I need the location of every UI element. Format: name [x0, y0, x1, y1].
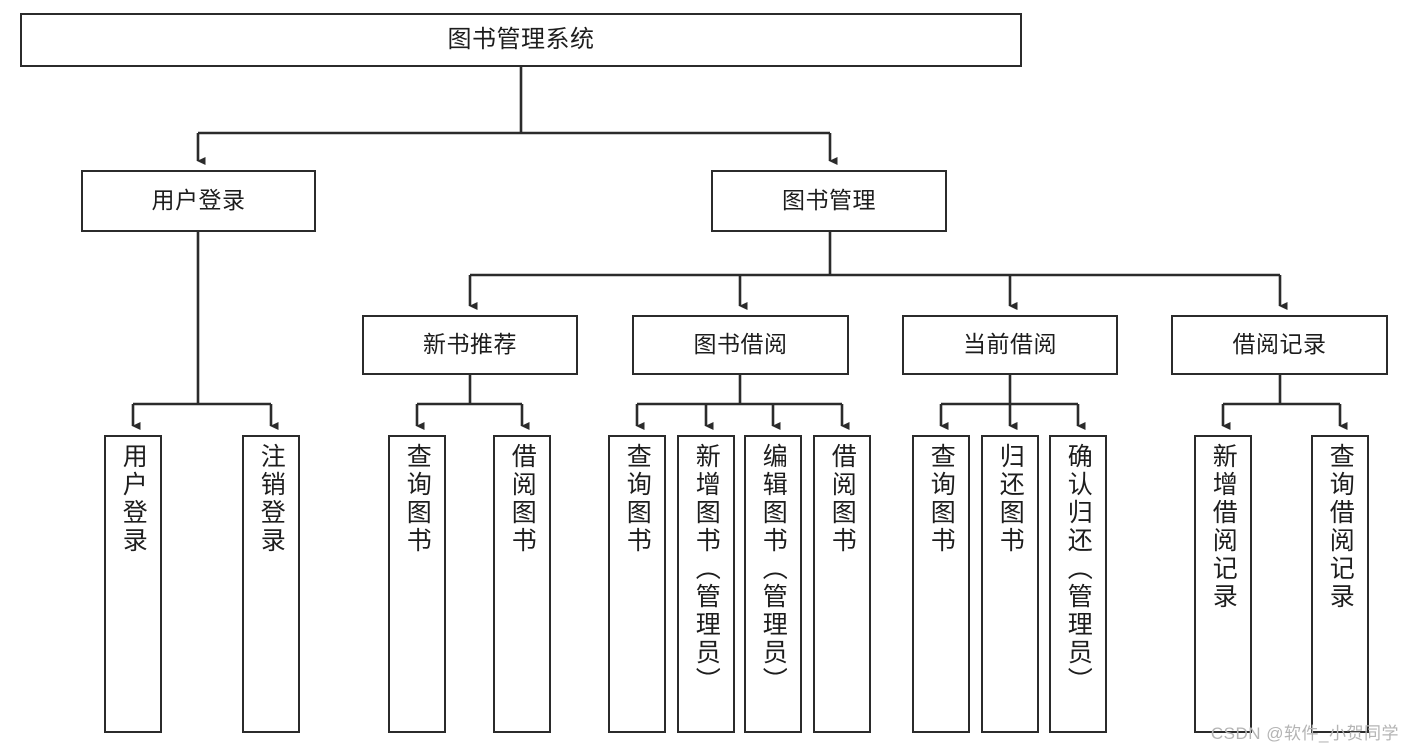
- node-root-book-management-system[interactable]: 图书管理系统: [20, 13, 1022, 67]
- node-label: 用户登录: [119, 443, 148, 555]
- node-label: 借阅记录: [1232, 331, 1327, 358]
- leaf-borrow-book[interactable]: 借阅图书: [813, 435, 871, 733]
- leaf-add-borrow-record[interactable]: 新增借阅记录: [1194, 435, 1252, 733]
- leaf-borrow-book-recommend[interactable]: 借阅图书: [493, 435, 551, 733]
- node-label: 注销登录: [257, 443, 286, 555]
- node-book-borrow[interactable]: 图书借阅: [632, 315, 849, 375]
- node-book-management[interactable]: 图书管理: [711, 170, 947, 232]
- node-label: 新书推荐: [423, 331, 517, 358]
- leaf-add-book-admin[interactable]: 新增图书（管理员）: [677, 435, 735, 733]
- node-label: 查询图书: [403, 443, 432, 555]
- node-label: 查询借阅记录: [1326, 443, 1355, 611]
- node-label: 图书管理系统: [447, 25, 595, 53]
- node-label: 借阅图书: [828, 443, 857, 555]
- node-new-book-recommend[interactable]: 新书推荐: [362, 315, 578, 375]
- node-label: 归还图书: [996, 443, 1025, 555]
- leaf-return-book[interactable]: 归还图书: [981, 435, 1039, 733]
- node-label: 编辑图书（管理员）: [759, 443, 788, 695]
- leaf-confirm-return-admin[interactable]: 确认归还（管理员）: [1049, 435, 1107, 733]
- leaf-user-login[interactable]: 用户登录: [104, 435, 162, 733]
- node-label: 图书管理: [782, 187, 876, 214]
- node-label: 查询图书: [623, 443, 652, 555]
- node-label: 确认归还（管理员）: [1064, 443, 1093, 695]
- leaf-query-book-recommend[interactable]: 查询图书: [388, 435, 446, 733]
- node-label: 用户登录: [151, 187, 246, 214]
- watermark: CSDN @软件_小贺同学: [1210, 724, 1399, 743]
- leaf-query-book-current[interactable]: 查询图书: [912, 435, 970, 733]
- node-label: 新增图书（管理员）: [692, 443, 721, 695]
- leaf-logout-login[interactable]: 注销登录: [242, 435, 300, 733]
- node-label: 当前借阅: [963, 331, 1057, 358]
- leaf-query-borrow-record[interactable]: 查询借阅记录: [1311, 435, 1369, 733]
- leaf-query-book-borrow[interactable]: 查询图书: [608, 435, 666, 733]
- node-user-login[interactable]: 用户登录: [81, 170, 316, 232]
- node-label: 新增借阅记录: [1209, 443, 1238, 611]
- node-label: 查询图书: [927, 443, 956, 555]
- leaf-edit-book-admin[interactable]: 编辑图书（管理员）: [744, 435, 802, 733]
- node-label: 借阅图书: [508, 443, 537, 555]
- node-borrow-record[interactable]: 借阅记录: [1171, 315, 1388, 375]
- node-label: 图书借阅: [693, 331, 788, 358]
- node-current-borrow[interactable]: 当前借阅: [902, 315, 1118, 375]
